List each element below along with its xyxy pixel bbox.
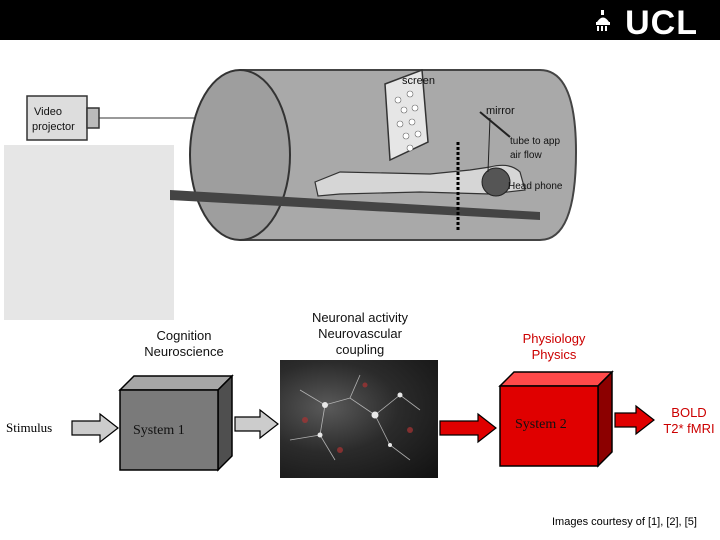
projector-lens bbox=[86, 107, 100, 129]
neuronal-label: Neuronal activity Neurovascular coupling bbox=[290, 310, 430, 358]
mirror-label: mirror bbox=[486, 105, 515, 117]
neuron-image bbox=[280, 360, 438, 478]
system1-arrow bbox=[234, 408, 279, 440]
tube-label-2: air flow bbox=[510, 150, 542, 161]
flow-diagram: System 1 System 2 bbox=[71, 370, 655, 472]
projector-label-2: projector bbox=[32, 121, 75, 133]
physiology-line-1: Physiology bbox=[522, 331, 586, 346]
mri-scanner-illustration: Video projector screen mirror tube to ap… bbox=[26, 68, 578, 241]
projector-box bbox=[26, 95, 88, 141]
bold-line-1: BOLD bbox=[671, 405, 707, 420]
system1-label: System 1 bbox=[133, 423, 185, 438]
image-credits: Images courtesy of [1], [2], [5] bbox=[552, 516, 697, 528]
header-bar bbox=[0, 0, 720, 40]
system2-front bbox=[499, 385, 599, 467]
bore-opening bbox=[189, 69, 291, 241]
screen bbox=[384, 68, 429, 162]
stimulus-label: Stimulus bbox=[6, 420, 53, 435]
patient bbox=[314, 164, 526, 197]
system2-side bbox=[597, 370, 613, 468]
bold-arrow bbox=[614, 404, 655, 436]
cognition-line-2: Neuroscience bbox=[144, 344, 224, 359]
head-coil bbox=[481, 167, 511, 197]
system2-top bbox=[498, 371, 614, 387]
gray-panel bbox=[4, 145, 174, 320]
neuronal-line-2: Neurovascular bbox=[318, 326, 402, 341]
physiology-line-2: Physics bbox=[531, 347, 577, 362]
bold-label: BOLD T2* fMRI bbox=[655, 405, 720, 437]
mirror bbox=[479, 111, 511, 138]
mirror-stand bbox=[487, 117, 491, 173]
bed bbox=[170, 190, 540, 220]
ucl-logo: UCL bbox=[625, 4, 698, 42]
stimulus-arrow bbox=[71, 412, 119, 444]
tube-label-1: tube to app bbox=[510, 136, 560, 147]
system2-label: System 2 bbox=[515, 417, 567, 432]
system2-input-arrow bbox=[439, 412, 497, 444]
cognition-line-1: Cognition bbox=[156, 328, 212, 343]
screen-label: screen bbox=[402, 75, 435, 87]
system1-side bbox=[217, 374, 233, 472]
projector-label-1: Video bbox=[34, 106, 62, 118]
neuronal-line-3: coupling bbox=[335, 342, 385, 357]
bore-body bbox=[240, 69, 578, 241]
neuronal-line-1: Neuronal activity bbox=[311, 310, 409, 325]
cognition-label: Cognition Neuroscience bbox=[128, 328, 240, 360]
bold-line-2: T2* fMRI bbox=[663, 421, 715, 436]
headphone-label: Head phone bbox=[508, 181, 563, 192]
system1-front bbox=[119, 389, 219, 471]
system1-top bbox=[118, 375, 234, 391]
physiology-label: Physiology Physics bbox=[498, 331, 610, 363]
ucl-dome-icon bbox=[596, 10, 610, 31]
